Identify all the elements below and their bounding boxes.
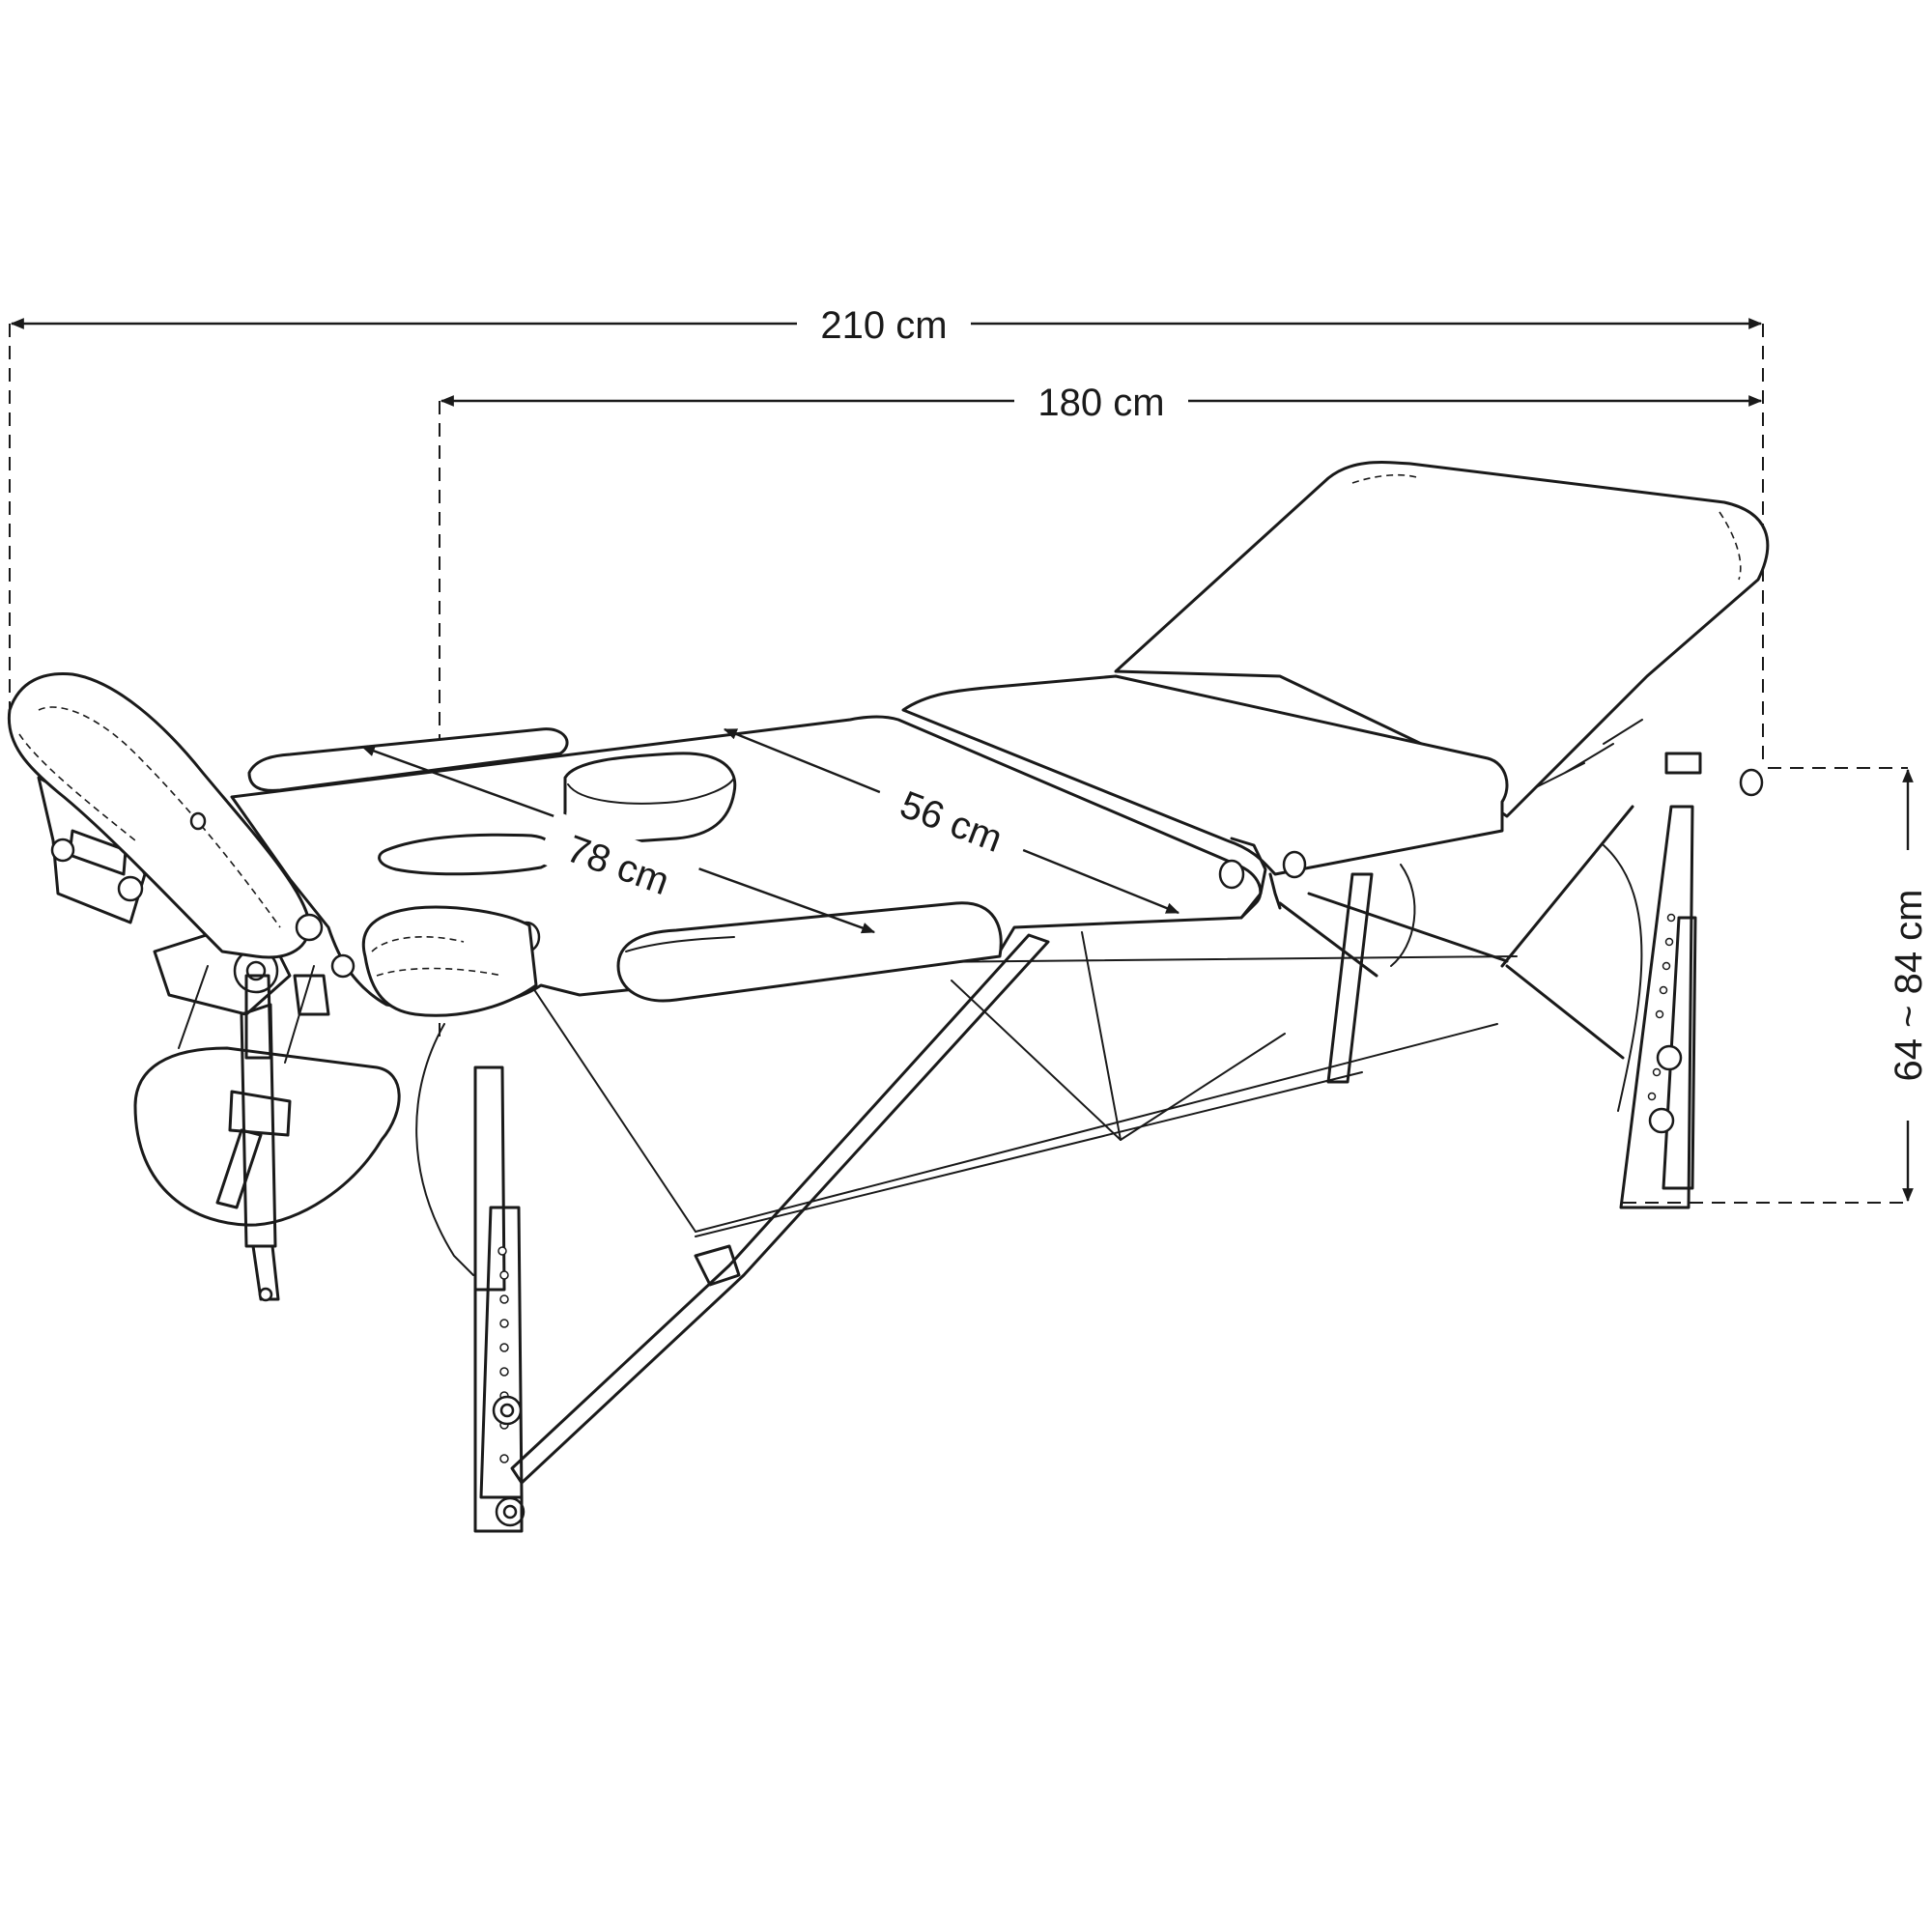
backrest-section <box>1114 461 1770 818</box>
dimension-total-length: 210 cm <box>10 299 1763 348</box>
total-length-label: 210 cm <box>820 304 947 347</box>
height-range-label: 64 ~ 84 cm <box>1888 889 1930 1081</box>
front-legs <box>415 913 1683 1533</box>
dimension-body-length: 180 cm <box>440 377 1763 425</box>
leg-holes <box>497 913 1676 1463</box>
head-rest <box>7 671 401 1302</box>
back-frame <box>521 805 1697 1237</box>
body-length-label: 180 cm <box>1037 382 1164 424</box>
dimension-height: 64 ~ 84 cm <box>1879 768 1932 1203</box>
